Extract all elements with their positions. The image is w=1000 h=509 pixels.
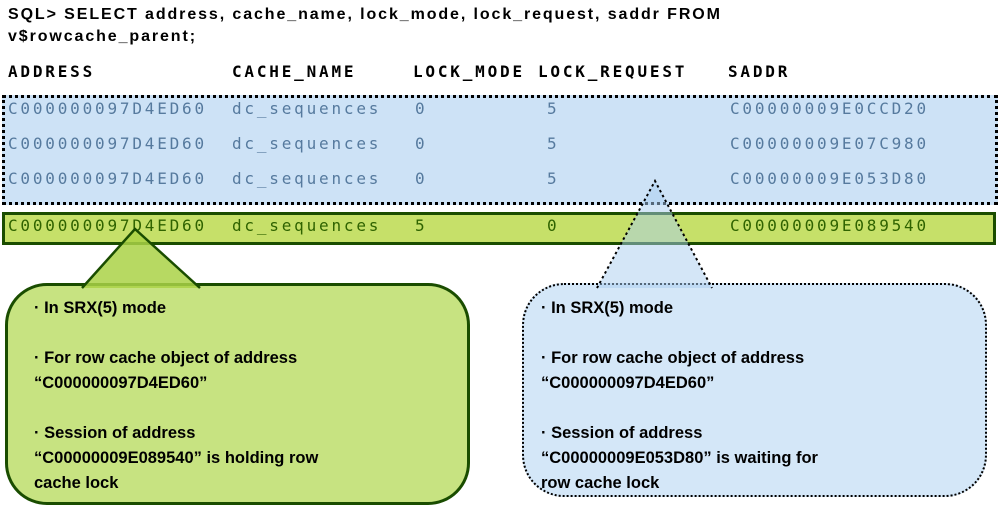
sql-query-line1: SQL> SELECT address, cache_name, lock_mo… — [8, 6, 722, 23]
cell: C000000097D4ED60 — [8, 169, 207, 188]
callout-bullet: · Session of address “C00000009E089540” … — [34, 424, 319, 492]
cell: 5 — [547, 134, 560, 153]
column-header: LOCK_REQUEST — [538, 62, 688, 81]
callout-bullet: · In SRX(5) mode — [541, 299, 674, 317]
table-header-row: ADDRESS CACHE_NAME LOCK_MODE LOCK_REQUEST SA… — [0, 63, 1000, 83]
column-header: SADDR — [728, 62, 791, 81]
cell: dc_sequences — [232, 169, 382, 188]
cell: 5 — [415, 216, 428, 235]
cell: C00000009E053D80 — [730, 169, 929, 188]
callout-bullet: · Session of address “C00000009E053D80” … — [541, 424, 818, 492]
waiting-session-callout: · In SRX(5) mode · For row cache object … — [522, 283, 987, 497]
cell: 5 — [547, 169, 560, 188]
column-header: ADDRESS — [8, 62, 96, 81]
cell: dc_sequences — [232, 134, 382, 153]
table-row-waiting: C000000097D4ED60 dc_sequences 0 5 C00000009E… — [0, 170, 1000, 190]
sql-query-line2: v$rowcache_parent; — [8, 28, 197, 45]
holding-session-callout: · In SRX(5) mode · For row cache object … — [5, 283, 470, 505]
cell: 5 — [547, 99, 560, 118]
cell: 0 — [547, 216, 560, 235]
cell: C00000009E0CCD20 — [730, 99, 929, 118]
table-row-holding: C000000097D4ED60 dc_sequences 5 0 C00000009E… — [0, 217, 1000, 237]
cell: C00000009E07C980 — [730, 134, 929, 153]
column-header: CACHE_NAME — [232, 62, 357, 81]
cell: 0 — [415, 134, 428, 153]
cell: dc_sequences — [232, 99, 382, 118]
cell: C000000097D4ED60 — [8, 99, 207, 118]
cell: 0 — [415, 169, 428, 188]
cell: dc_sequences — [232, 216, 382, 235]
waiting-rows-highlight-box — [2, 95, 998, 205]
cell: C00000009E089540 — [730, 216, 929, 235]
table-row-waiting: C000000097D4ED60 dc_sequences 0 5 C00000009E… — [0, 135, 1000, 155]
callout-bullet: · For row cache object of address “C0000… — [34, 349, 298, 392]
cell: C000000097D4ED60 — [8, 134, 207, 153]
column-header: LOCK_MODE — [413, 62, 525, 81]
cell: C000000097D4ED60 — [8, 216, 207, 235]
table-row-waiting: C000000097D4ED60 dc_sequences 0 5 C00000009E… — [0, 100, 1000, 120]
cell: 0 — [415, 99, 428, 118]
callout-bullet: · For row cache object of address “C0000… — [541, 349, 805, 392]
callout-bullet: · In SRX(5) mode — [34, 299, 167, 317]
